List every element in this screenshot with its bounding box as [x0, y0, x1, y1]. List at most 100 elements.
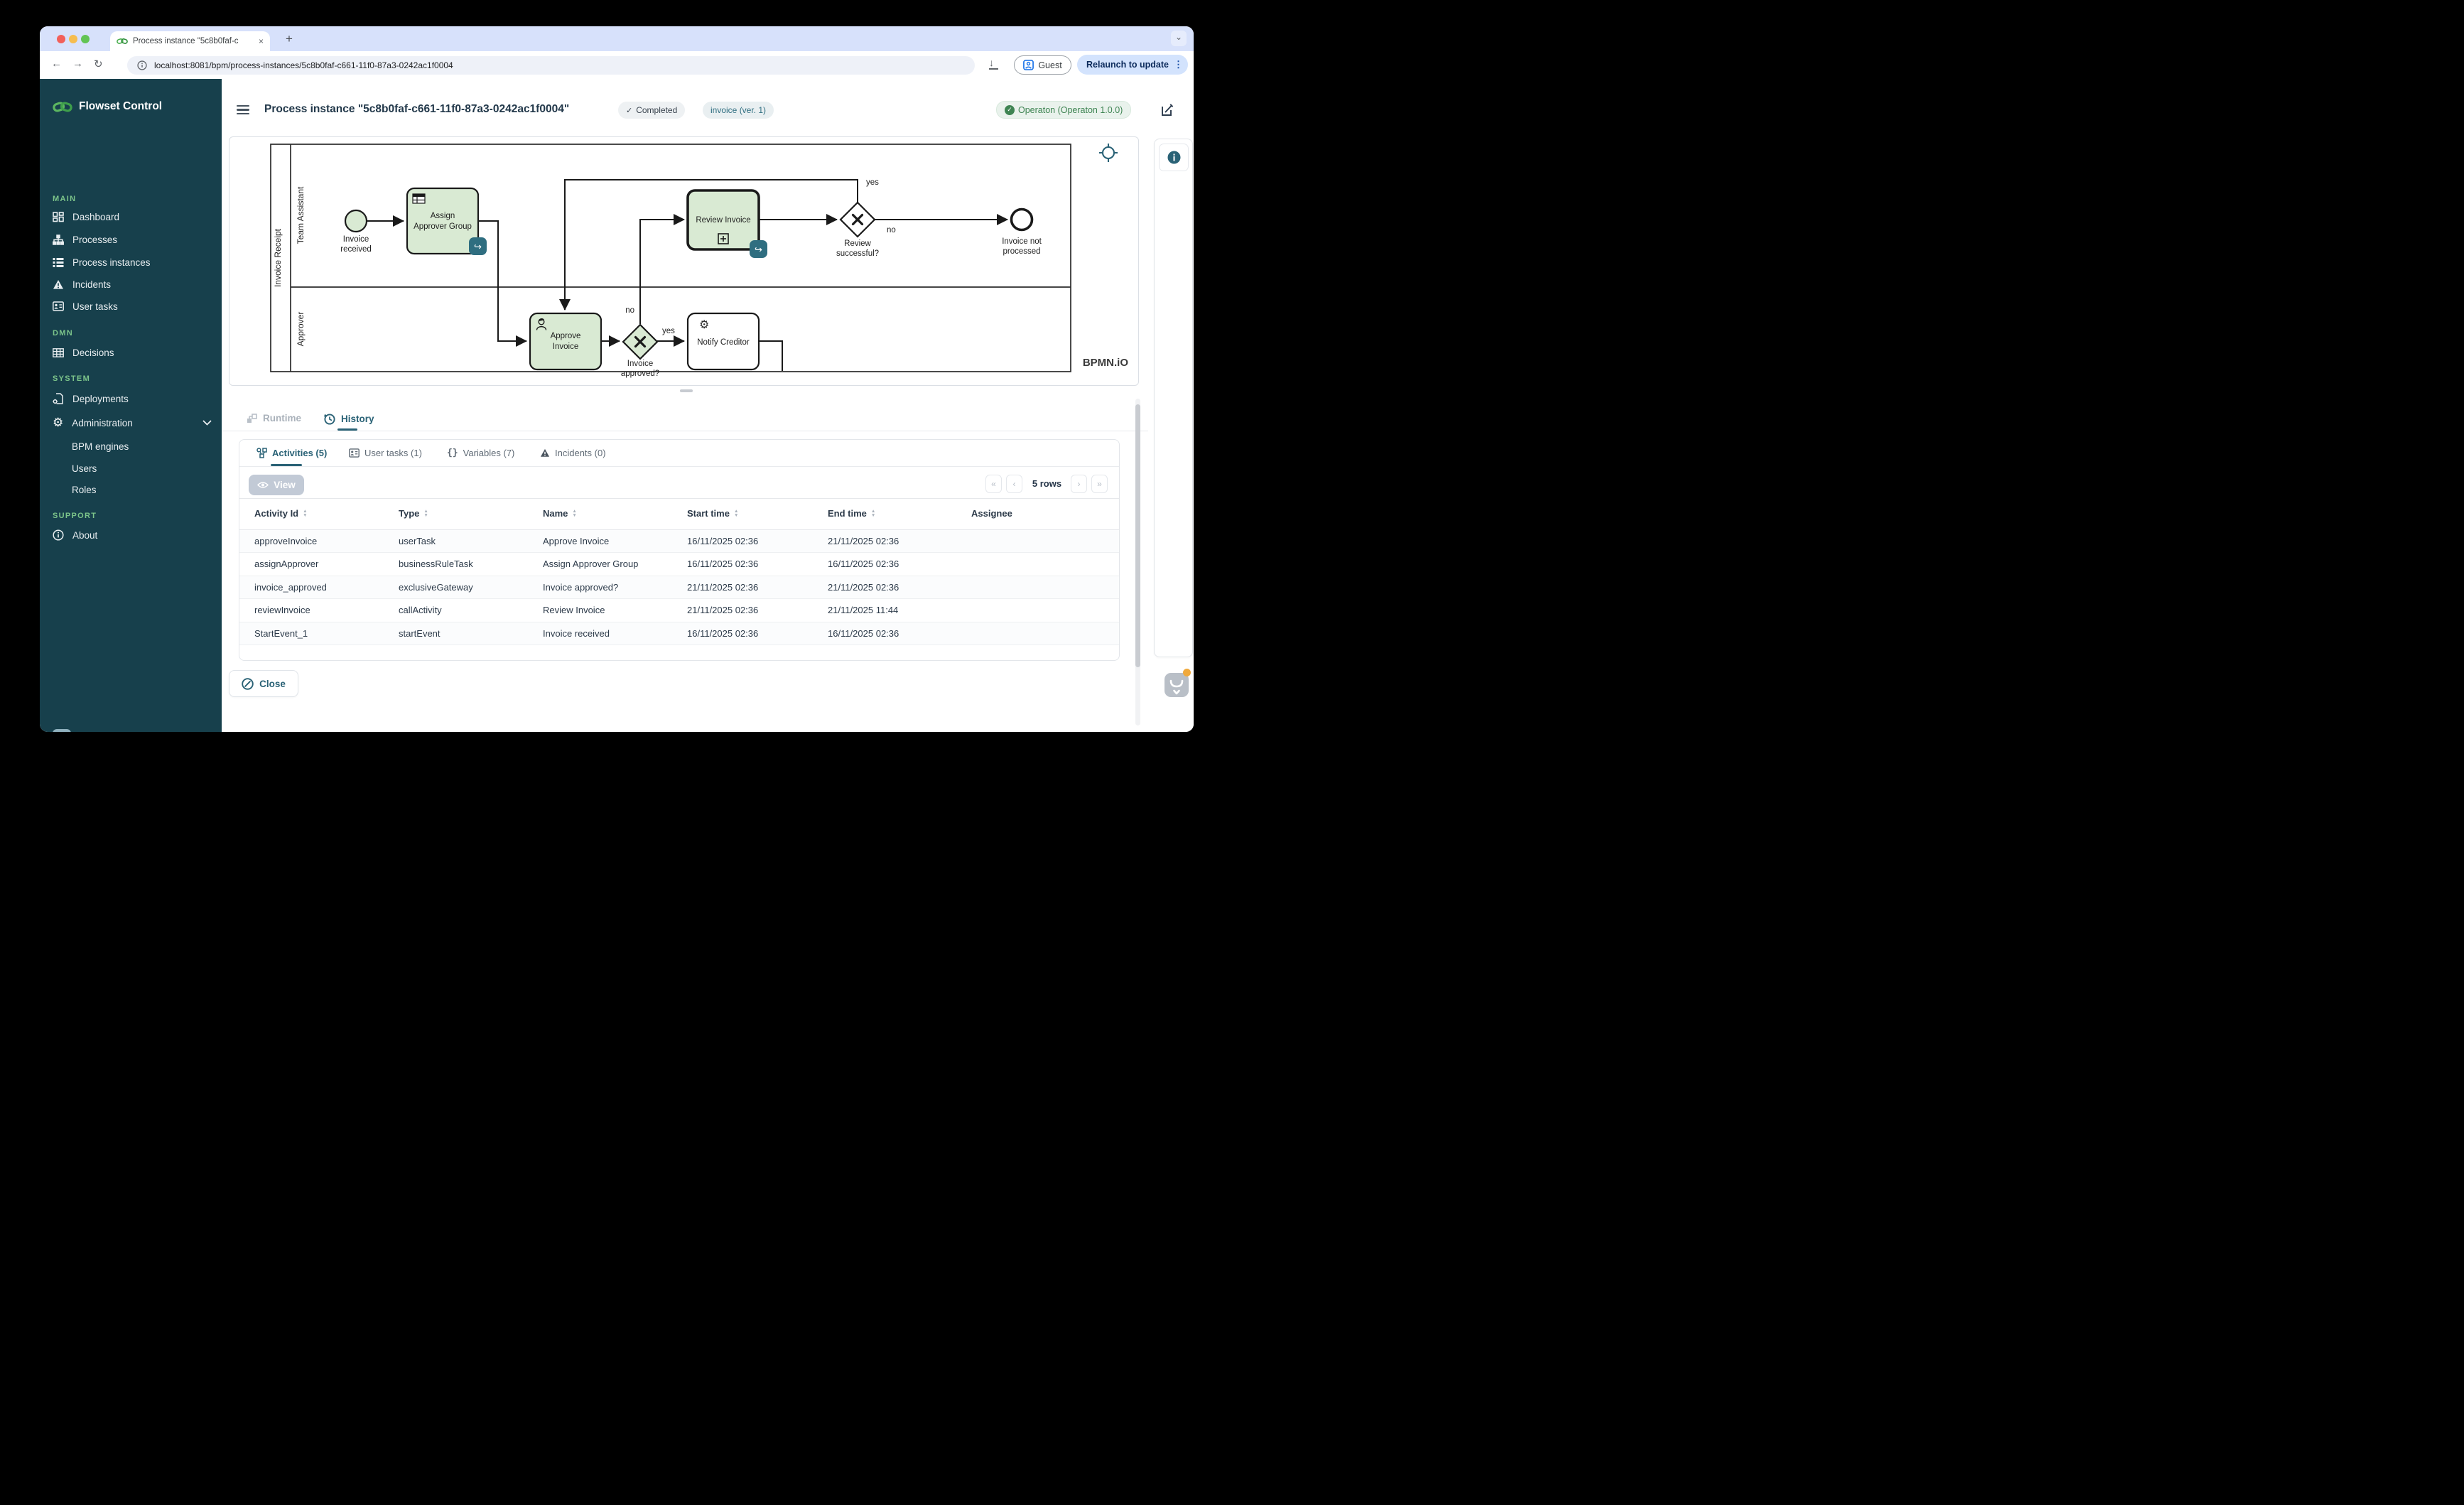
sidebar-item-bpm-engines[interactable]: BPM engines	[72, 441, 129, 452]
tab-search-chevron-icon[interactable]: ⌄	[1171, 31, 1187, 46]
sidebar-item-about[interactable]: About	[40, 526, 222, 544]
back-icon[interactable]: ←	[51, 58, 62, 70]
tab-runtime[interactable]: Runtime	[247, 413, 301, 424]
decisions-icon	[53, 347, 64, 357]
task-notify-creditor[interactable]	[686, 312, 760, 371]
pagination-first-button[interactable]: «	[985, 475, 1002, 493]
scrollbar-thumb[interactable]	[1135, 404, 1140, 667]
bpmn-canvas[interactable]: Invoice Receipt Team Assistant Approver …	[229, 137, 1138, 385]
sort-icon[interactable]: ▲▼	[423, 509, 428, 518]
subtab-user-tasks[interactable]: User tasks (1)	[349, 440, 422, 466]
table-row[interactable]: reviewInvoice callActivity Review Invoic…	[239, 599, 1119, 622]
incidents-icon	[540, 448, 550, 457]
address-bar[interactable]: localhost:8081/bpm/process-instances/5c8…	[127, 56, 975, 75]
cell-activity-id: reviewInvoice	[254, 605, 310, 616]
sidebar-item-process-instances[interactable]: Process instances	[40, 253, 222, 271]
reload-icon[interactable]: ↻	[94, 58, 103, 70]
download-icon[interactable]: ↓	[989, 57, 998, 70]
sidebar-item-deployments[interactable]: Deployments	[40, 389, 222, 408]
bull-icon	[1169, 679, 1184, 695]
table-row[interactable]: approveInvoice userTask Approve Invoice …	[239, 530, 1119, 554]
forward-icon[interactable]: →	[72, 58, 83, 70]
pool-label: Invoice Receipt	[273, 228, 283, 287]
sort-icon[interactable]: ▲▼	[870, 509, 876, 518]
pagination-prev-button[interactable]: ‹	[1006, 475, 1022, 493]
table-row[interactable]: assignApprover businessRuleTask Assign A…	[239, 553, 1119, 576]
subtab-variables[interactable]: {} Variables (7)	[447, 440, 514, 466]
browser-tab[interactable]: Process instance "5c8b0faf-c ×	[110, 31, 270, 51]
pagination-last-button[interactable]: »	[1091, 475, 1108, 493]
subtab-incidents[interactable]: Incidents (0)	[540, 440, 606, 466]
sort-icon[interactable]: ▲▼	[303, 509, 308, 518]
mac-zoom-button[interactable]	[81, 34, 90, 43]
edit-icon[interactable]	[1160, 103, 1174, 117]
task-assign-approver-group[interactable]	[406, 187, 480, 255]
relaunch-button[interactable]: Relaunch to update ⋮	[1077, 55, 1188, 75]
subtab-activities[interactable]: Activities (5)	[256, 440, 327, 466]
sidebar-item-label: Processes	[72, 234, 118, 245]
sort-icon[interactable]: ▲▼	[733, 509, 739, 518]
close-button[interactable]: Close	[229, 670, 298, 697]
sidebar-item-administration[interactable]: ⚙ Administration	[40, 414, 222, 432]
sidebar-item-processes[interactable]: Processes	[40, 230, 222, 249]
column-header-name[interactable]: Name▲▼	[543, 508, 577, 519]
migrate-badge[interactable]: ↪	[469, 237, 487, 255]
check-icon: ✓	[626, 106, 633, 115]
subtab-label: User tasks (1)	[364, 448, 422, 458]
flow-review-yes-to-approve	[559, 179, 858, 311]
sort-icon[interactable]: ▲▼	[572, 509, 577, 518]
operaton-widget-button[interactable]	[1165, 673, 1189, 697]
runtime-icon	[247, 413, 257, 423]
table-row[interactable]: invoice_approved exclusiveGateway Invoic…	[239, 576, 1119, 600]
app-logo[interactable]: Flowset Control	[53, 100, 162, 113]
table-row[interactable]: StartEvent_1 startEvent Invoice received…	[239, 622, 1119, 645]
panel-resize-handle[interactable]	[680, 389, 693, 392]
task-review-invoice[interactable]	[686, 189, 760, 251]
column-header-assignee[interactable]: Assignee	[971, 508, 1012, 519]
pagination-next-button[interactable]: ›	[1071, 475, 1087, 493]
column-header-type[interactable]: Type▲▼	[399, 508, 428, 519]
user-avatar[interactable]: SU	[53, 729, 71, 732]
browser-menu-icon[interactable]: ⋮	[1173, 59, 1183, 70]
bpmn-diagram-panel[interactable]: Invoice Receipt Team Assistant Approver …	[229, 136, 1139, 386]
sidebar-item-dashboard[interactable]: Dashboard	[40, 207, 222, 226]
site-info-icon[interactable]	[137, 60, 147, 70]
sidebar-item-roles[interactable]: Roles	[72, 485, 97, 495]
sidebar-item-label: Process instances	[72, 257, 151, 268]
cell-end-time: 21/11/2025 11:44	[828, 605, 899, 616]
task-approve-invoice[interactable]	[529, 312, 603, 371]
version-badge[interactable]: invoice (ver. 1)	[703, 102, 774, 119]
vertical-scrollbar[interactable]	[1135, 399, 1140, 725]
mac-minimize-button[interactable]	[69, 34, 77, 43]
column-header-end-time[interactable]: End time▲▼	[828, 508, 876, 519]
mac-close-button[interactable]	[57, 34, 65, 43]
browser-window: Process instance "5c8b0faf-c × + ⌄ ← → ↻…	[40, 26, 1194, 732]
sidebar-item-users[interactable]: Users	[72, 463, 97, 474]
sidebar-item-user-tasks[interactable]: User tasks	[40, 297, 222, 315]
incidents-icon	[53, 279, 63, 289]
sidebar-item-label: Deployments	[72, 393, 129, 404]
info-button[interactable]	[1159, 144, 1189, 171]
cell-activity-id: assignApprover	[254, 559, 319, 570]
tab-close-icon[interactable]: ×	[258, 36, 264, 46]
bpmn-io-watermark[interactable]: BPMN.iO	[1083, 357, 1129, 369]
start-event-invoice-received[interactable]	[344, 209, 368, 233]
reset-viewport-icon[interactable]	[1099, 144, 1118, 162]
xor-marker	[851, 213, 864, 226]
subprocess-plus-icon	[718, 233, 729, 244]
menu-toggle-icon[interactable]	[237, 105, 249, 114]
migrate-badge[interactable]: ↪	[750, 240, 767, 258]
sidebar-item-incidents[interactable]: Incidents	[40, 275, 222, 293]
sidebar-item-decisions[interactable]: Decisions	[40, 343, 222, 362]
new-tab-button[interactable]: +	[286, 32, 293, 45]
table-header-row: Activity Id▲▼ Type▲▼ Name▲▼ Start time▲▼…	[239, 498, 1119, 530]
end-event-invoice-not-processed[interactable]	[1010, 207, 1034, 232]
tab-title: Process instance "5c8b0faf-c	[133, 37, 239, 45]
url-text[interactable]: localhost:8081/bpm/process-instances/5c8…	[154, 60, 453, 70]
profile-button[interactable]: Guest	[1014, 55, 1071, 75]
column-header-activity-id[interactable]: Activity Id▲▼	[254, 508, 308, 519]
status-badge: ✓ Completed	[618, 102, 686, 119]
view-button[interactable]: View	[249, 475, 304, 495]
tab-history[interactable]: History	[323, 413, 374, 425]
column-header-start-time[interactable]: Start time▲▼	[687, 508, 739, 519]
